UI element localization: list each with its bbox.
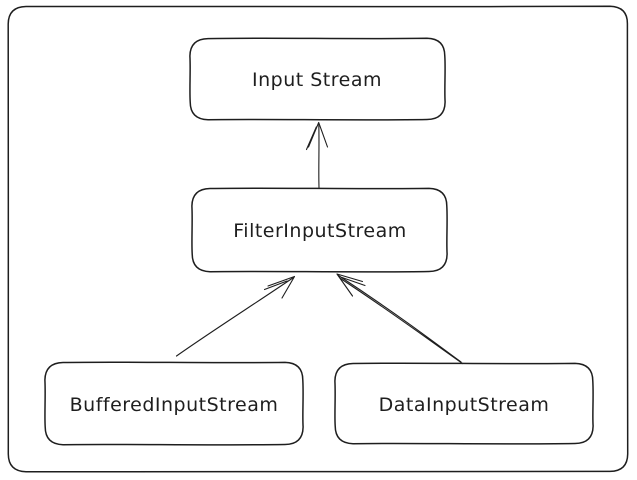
arrow-data-to-filter-shaft [337,274,464,365]
arrow-data-to-filter [336,273,464,365]
outer-frame [7,5,629,473]
node-input-stream-box [189,37,446,121]
node-filter-input-stream: FilterInputStream [191,187,448,273]
node-data-input-stream-label: DataInputStream [379,394,550,416]
node-filter-input-stream-label: FilterInputStream [233,220,407,242]
node-filter-input-stream-box [191,187,448,273]
arrow-buffered-to-filter-head [263,275,296,299]
node-buffered-input-stream-label: BufferedInputStream [70,394,279,416]
node-input-stream: Input Stream [189,37,446,121]
node-data-input-stream: DataInputStream [334,362,594,445]
arrow-filter-to-inputstream [305,121,329,189]
arrow-buffered-to-filter [175,275,296,357]
node-buffered-input-stream: BufferedInputStream [44,361,304,446]
arrow-data-to-filter-head [336,273,366,297]
node-data-input-stream-box [334,362,594,445]
node-buffered-input-stream-box [44,361,304,446]
arrow-buffered-to-filter-shaft [175,276,295,357]
node-input-stream-label: Input Stream [252,69,382,91]
arrow-filter-to-inputstream-head [305,121,329,151]
